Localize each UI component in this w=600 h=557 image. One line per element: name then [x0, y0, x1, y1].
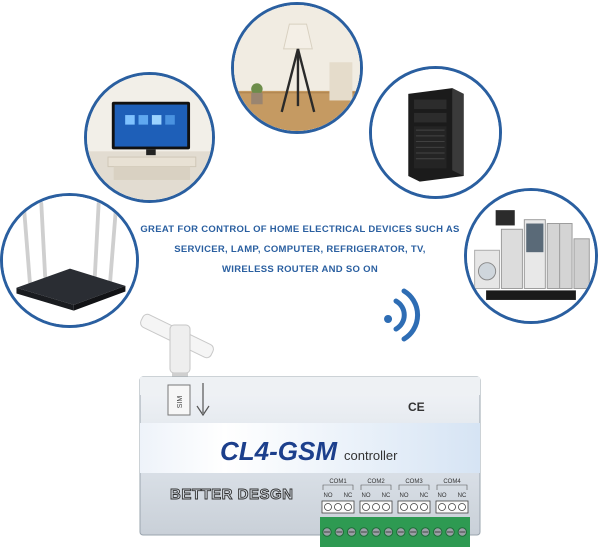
relay-pin — [420, 503, 428, 511]
floor-lamp-icon — [231, 2, 363, 134]
relay-no-label: NO — [438, 493, 447, 499]
relay-name: COM4 — [443, 479, 461, 485]
relay-name: COM2 — [367, 479, 385, 485]
relay-name: COM3 — [405, 479, 423, 485]
relay-pin — [400, 503, 408, 511]
sim-slot[interactable]: SIM — [167, 384, 191, 416]
relay-pin — [410, 503, 418, 511]
wifi-router-icon — [0, 193, 139, 328]
brand-logo: BETTER DESGN — [170, 486, 294, 503]
relay-no-label: NO — [324, 493, 333, 499]
wireless-signal-icon — [384, 288, 421, 342]
relay-pin — [438, 503, 446, 511]
relay-pin — [334, 503, 342, 511]
relay-bracket — [398, 484, 430, 490]
description-line-1: GREAT FOR CONTROL OF HOME ELECTRICAL DEV… — [140, 224, 460, 235]
relay-bracket — [322, 484, 354, 490]
relay-nc-label: NC — [420, 493, 429, 499]
relay-pin — [344, 503, 352, 511]
relay-bracket — [436, 484, 468, 490]
antenna-icon — [140, 313, 214, 381]
relay-pin — [372, 503, 380, 511]
relay-pin — [362, 503, 370, 511]
arrow-down-icon — [196, 383, 210, 417]
relay-bracket — [360, 484, 392, 490]
model-name: CL4-GSM — [220, 436, 338, 466]
relay-nc-label: NC — [382, 493, 391, 499]
tv-icon — [84, 72, 215, 203]
relay-pin — [458, 503, 466, 511]
model-subtitle: controller — [344, 448, 398, 463]
relay-nc-label: NC — [344, 493, 353, 499]
relay-pin — [448, 503, 456, 511]
relay-no-label: NO — [362, 493, 371, 499]
relay-name: COM1 — [329, 479, 347, 485]
relay-pin — [382, 503, 390, 511]
computer-tower-icon — [369, 66, 502, 199]
description-line-2: SERVICER, LAMP, COMPUTER, REFRIGERATOR, … — [174, 244, 426, 255]
relay-no-label: NO — [400, 493, 409, 499]
relay-nc-label: NC — [458, 493, 467, 499]
terminal-block[interactable] — [320, 517, 470, 547]
home-appliances-icon — [464, 188, 598, 324]
product-description: GREAT FOR CONTROL OF HOME ELECTRICAL DEV… — [140, 220, 460, 280]
gsm-controller-device: SIM CE CL4-GSM controller BETTER DESGN C… — [139, 288, 481, 547]
description-line-3: WIRELESS ROUTER AND SO ON — [222, 264, 378, 275]
sim-label: SIM — [177, 396, 184, 409]
relay-pin — [324, 503, 332, 511]
ce-mark: CE — [408, 400, 425, 414]
